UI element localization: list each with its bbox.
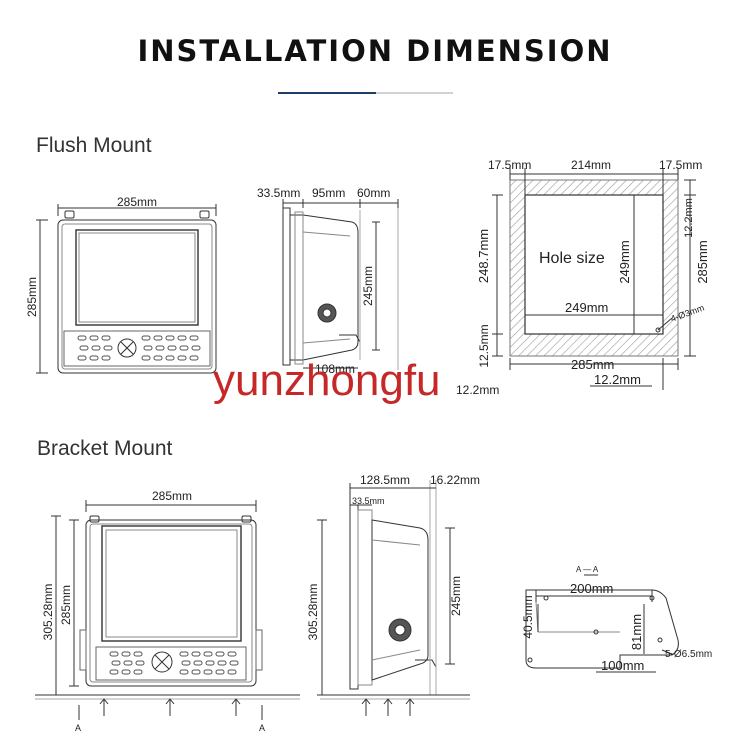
plate-section-label: A — A [576, 565, 599, 574]
bracket-side-height-outer-label: 305.28mm [306, 584, 320, 641]
plate-holes-label: 5-Ø6.5mm [665, 649, 712, 660]
flush-side-height-label: 245mm [361, 266, 375, 306]
bracket-side-d1-label: 128.5mm [360, 473, 410, 487]
plate-width-label: 200mm [570, 581, 613, 596]
hole-height-label: 249mm [617, 240, 632, 283]
bracket-side-d3-label: 33.5mm [352, 496, 385, 506]
cutout-top-right-label: 17.5mm [659, 158, 702, 172]
bracket-side-d2-label: 16.22mm [430, 473, 480, 487]
cutout-right-total-label: 285mm [695, 240, 710, 283]
flush-front-keypad-left [77, 335, 113, 361]
bracket-front-height-inner-label: 285mm [59, 585, 73, 625]
bracket-front-dimension-lines [51, 500, 257, 696]
plate-left-label: 40.5mm [521, 595, 535, 638]
flush-front-dimension-lines [36, 204, 217, 374]
bracket-front-base [35, 694, 300, 720]
bracket-side-height-inner-label: 245mm [449, 576, 463, 616]
flush-side-d1-label: 33.5mm [257, 186, 300, 200]
title-divider-accent [278, 92, 376, 94]
bracket-side-view [320, 480, 470, 716]
page-title: INSTALLATION DIMENSION [137, 34, 613, 68]
cutout-left-small-label: 12.5mm [477, 324, 491, 367]
section-marker-left: A [75, 723, 81, 733]
bracket-front-height-outer-label: 305.28mm [41, 584, 55, 641]
bracket-front-keypad-right [179, 651, 239, 675]
watermark-text: yunzhongfu [213, 356, 441, 405]
flush-front-view [57, 210, 217, 374]
bracket-front-view [79, 515, 263, 687]
flush-front-height-label: 285mm [25, 277, 39, 317]
hole-width-label: 249mm [565, 300, 608, 315]
cutout-left-bottom-label: 12.2mm [456, 383, 499, 397]
flush-side-dimension-lines [282, 199, 399, 369]
cutout-left-total-label: 248.7mm [476, 229, 491, 283]
flush-cutout-panel [509, 179, 679, 357]
flush-side-d2-label: 95mm [312, 186, 345, 200]
plate-bottom-label: 100mm [601, 658, 644, 673]
bracket-mount-heading: Bracket Mount [37, 437, 173, 460]
bracket-front-width-label: 285mm [152, 489, 192, 503]
cutout-right-small-label: 12.2mm [683, 198, 695, 238]
hole-size-label: Hole size [539, 250, 605, 267]
plate-right-label: 81mm [629, 614, 644, 650]
cutout-bottom-total-label: 285mm [571, 357, 614, 372]
flush-side-d3-label: 60mm [357, 186, 390, 200]
flush-front-width-label: 285mm [117, 195, 157, 209]
cutout-bottom-small-label: 12.2mm [594, 372, 641, 387]
flush-side-depth-label: 108mm [315, 362, 355, 376]
cutout-top-left-label: 17.5mm [488, 158, 531, 172]
cutout-top-mid-label: 214mm [571, 158, 611, 172]
flush-side-view [282, 205, 399, 370]
flush-front-keypad-right [141, 335, 201, 361]
bracket-plate-dimension-lines [535, 574, 673, 673]
flush-cutout-dimension-lines [492, 168, 696, 390]
bracket-plate-outline [525, 589, 679, 669]
bracket-side-dimension-lines [317, 483, 455, 696]
flush-mount-heading: Flush Mount [36, 134, 152, 157]
bracket-front-keypad-left [109, 651, 145, 675]
section-marker-right: A [259, 723, 265, 733]
